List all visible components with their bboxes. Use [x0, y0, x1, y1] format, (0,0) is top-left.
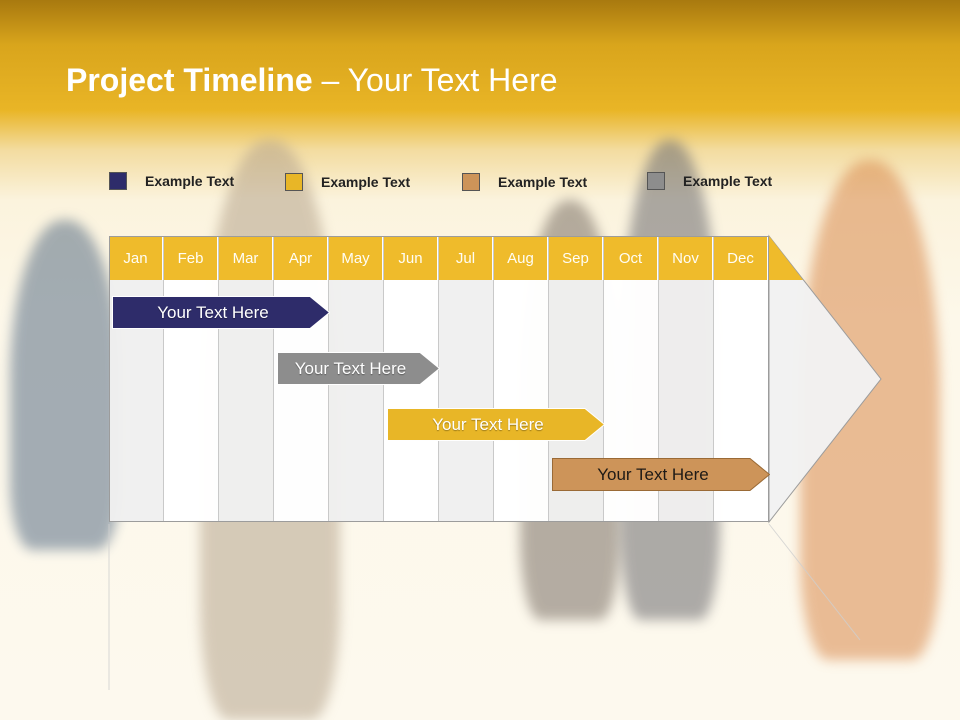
legend-label: Example Text — [498, 174, 588, 190]
month-label: Aug — [494, 236, 548, 280]
task-bar: Your Text Here — [112, 296, 330, 329]
month-label: Feb — [164, 236, 218, 280]
month-label: Apr — [274, 236, 328, 280]
page-title: Project Timeline – Your Text Here — [66, 62, 558, 99]
task-label: Your Text Here — [597, 464, 709, 484]
month-column: Mar — [219, 236, 274, 522]
legend-item: Example Text — [285, 173, 410, 191]
legend-label: Example Text — [321, 174, 411, 190]
task-bar: Your Text Here — [552, 458, 770, 491]
task-bar-shape — [552, 458, 770, 491]
month-label: Mar — [219, 236, 273, 280]
legend-swatch — [285, 173, 303, 191]
title-rest: – Your Text Here — [312, 62, 558, 98]
month-column: Aug — [494, 236, 549, 522]
month-label: Oct — [604, 236, 658, 280]
background-photo-person — [10, 220, 120, 550]
legend-swatch — [109, 172, 127, 190]
month-label: Jul — [439, 236, 493, 280]
task-bar-shape — [112, 296, 330, 329]
month-label: Jun — [384, 236, 438, 280]
task-bar-shape — [387, 408, 605, 441]
month-label: Nov — [659, 236, 713, 280]
task-bar-shape — [277, 352, 440, 385]
month-label: May — [329, 236, 383, 280]
month-label: Dec — [714, 236, 768, 280]
month-label: Sep — [549, 236, 603, 280]
task-bar: Your Text Here — [387, 408, 605, 441]
legend-label: Example Text — [683, 173, 773, 189]
legend-label: Example Text — [145, 173, 235, 189]
month-column: Jul — [439, 236, 494, 522]
legend-item: Example Text — [647, 172, 772, 190]
month-column: Feb — [164, 236, 219, 522]
title-bold: Project Timeline — [66, 62, 313, 98]
task-label: Your Text Here — [294, 358, 407, 378]
task-label: Your Text Here — [432, 414, 544, 434]
month-column: Jan — [109, 236, 164, 522]
task-bar: Your Text Here — [277, 352, 440, 385]
task-label: Your Text Here — [157, 302, 269, 322]
legend-item: Example Text — [109, 172, 234, 190]
legend-item: Example Text — [462, 173, 587, 191]
legend-swatch — [647, 172, 665, 190]
month-label: Jan — [109, 236, 163, 280]
legend-swatch — [462, 173, 480, 191]
